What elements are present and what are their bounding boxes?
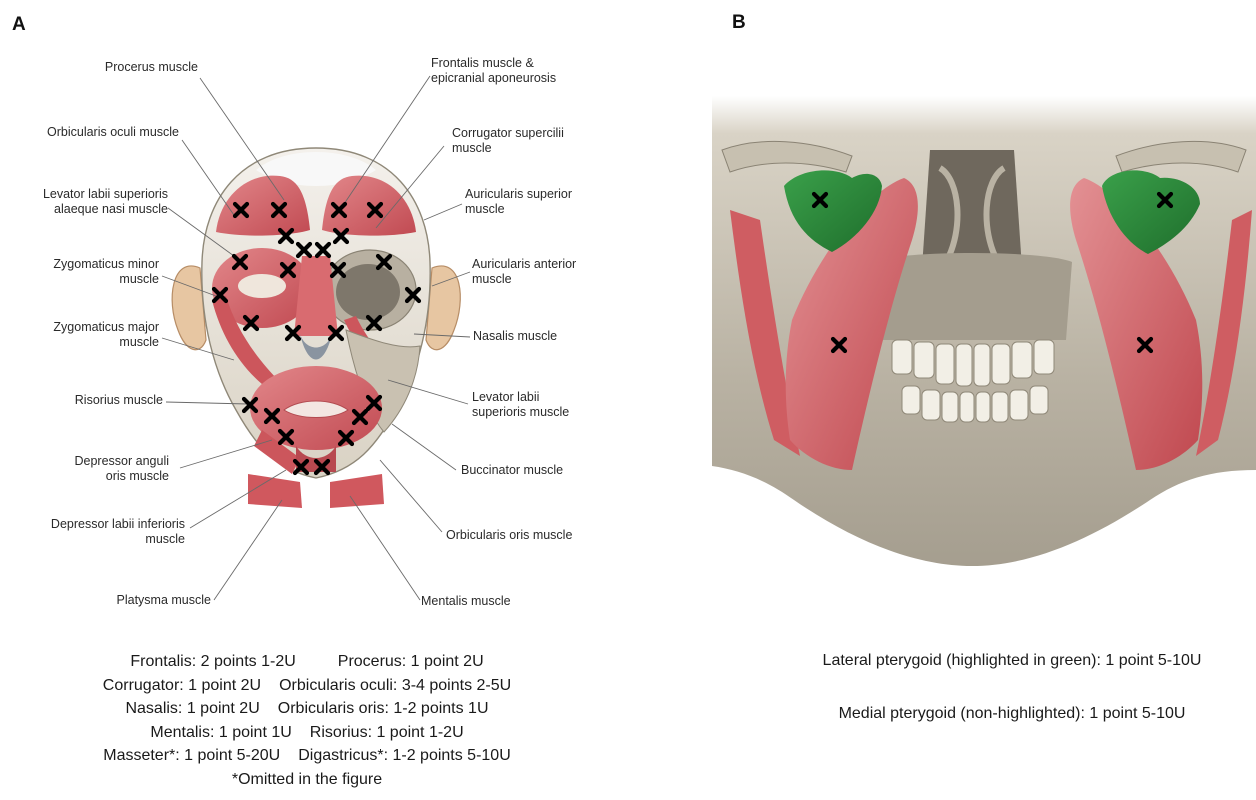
right-zygomatic-arch	[1116, 141, 1246, 172]
left-zygomatic-arch	[722, 141, 852, 172]
left-medial-pterygoid	[786, 178, 918, 470]
label-depressor-anguli: Depressor anguli oris muscle	[75, 454, 170, 484]
label-zygomaticus-major: Zygomaticus major muscle	[53, 320, 159, 350]
footnote: *Omitted in the figure	[22, 768, 592, 792]
platysma-left	[248, 474, 302, 508]
panel-b-letter: B	[732, 12, 746, 34]
label-procerus: Procerus muscle	[105, 60, 198, 75]
marker	[1159, 194, 1171, 206]
right-ear	[426, 266, 460, 350]
teeth	[892, 340, 1054, 422]
platysma-right	[330, 474, 384, 508]
label-depressor-labii: Depressor labii inferioris muscle	[51, 517, 185, 547]
right-lateral-pterygoid	[1102, 170, 1200, 254]
label-buccinator: Buccinator muscle	[461, 463, 563, 478]
label-nasalis: Nasalis muscle	[473, 329, 557, 344]
panel-b-medial-legend: Medial pterygoid (non-highlighted): 1 po…	[770, 704, 1254, 724]
marker	[1139, 339, 1151, 351]
nasal-cavity	[922, 150, 1022, 268]
skull-base	[712, 96, 1256, 566]
label-frontalis: Frontalis muscle & epicranial aponeurosi…	[431, 56, 556, 86]
label-levator-alaeque: Levator labii superioris alaeque nasi mu…	[43, 187, 168, 217]
label-mentalis: Mentalis muscle	[421, 594, 511, 609]
label-auricularis-anterior: Auricularis anterior muscle	[472, 257, 576, 287]
left-lateral-pterygoid	[784, 170, 882, 252]
label-corrugator: Corrugator supercilii muscle	[452, 126, 564, 156]
label-orbicularis-oris: Orbicularis oris muscle	[446, 528, 572, 543]
left-ear	[172, 266, 206, 350]
label-orbicularis-oculi: Orbicularis oculi muscle	[47, 125, 179, 140]
label-risorius: Risorius muscle	[75, 393, 163, 408]
marker	[814, 194, 826, 206]
maxilla	[872, 253, 1072, 340]
left-masseter	[730, 210, 800, 456]
label-platysma: Platysma muscle	[117, 593, 211, 608]
panel-b-lateral-legend: Lateral pterygoid (highlighted in green)…	[770, 651, 1254, 671]
jaw-injection-markers	[814, 194, 1171, 351]
marker	[833, 339, 845, 351]
right-medial-pterygoid	[1070, 178, 1202, 470]
label-levator-labii: Levator labii superioris muscle	[472, 390, 569, 420]
label-auricularis-superior: Auricularis superior muscle	[465, 187, 572, 217]
label-zygomaticus-minor: Zygomaticus minor muscle	[53, 257, 159, 287]
right-masseter	[1196, 210, 1252, 456]
